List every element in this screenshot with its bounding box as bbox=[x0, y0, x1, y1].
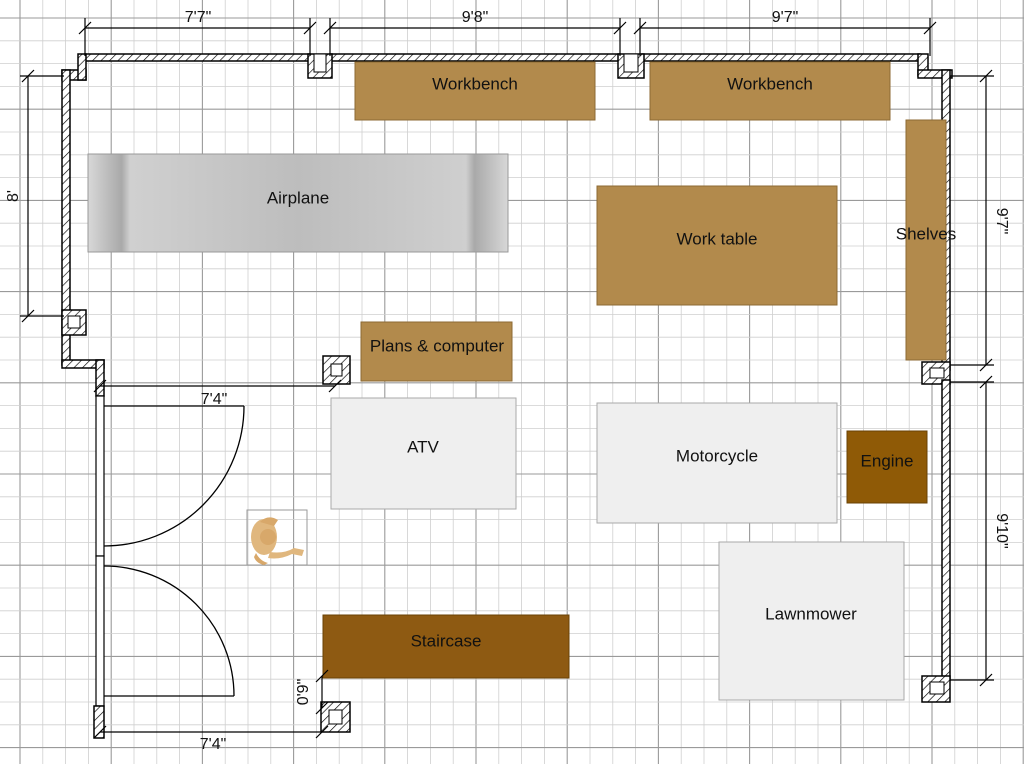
walls bbox=[61, 53, 953, 739]
work-table[interactable]: Work table bbox=[596, 185, 838, 306]
dim-garage-door-lower: 7'4" bbox=[200, 736, 227, 753]
motorcycle-label: Motorcycle bbox=[676, 446, 758, 465]
dim-top-left: 7'7" bbox=[185, 9, 212, 26]
dimension-labels: 7'7" 9'8" 9'7" 8' 9'7" 9'10" 7'4" 7'4" 0… bbox=[5, 9, 1010, 753]
staircase[interactable]: Staircase bbox=[322, 614, 570, 679]
dim-right-lower: 9'10" bbox=[993, 513, 1010, 548]
workbench-right-label: Workbench bbox=[727, 74, 813, 93]
engine-label: Engine bbox=[861, 451, 914, 470]
garage-doors bbox=[103, 405, 245, 697]
dimension-lines bbox=[20, 18, 994, 739]
staircase-label: Staircase bbox=[411, 631, 482, 650]
lawnmower[interactable]: Lawnmower bbox=[718, 541, 905, 701]
motorcycle[interactable]: Motorcycle bbox=[596, 402, 838, 524]
work-table-label: Work table bbox=[677, 229, 758, 248]
dim-garage-door-upper: 7'4" bbox=[201, 391, 228, 408]
workbench-left-label: Workbench bbox=[432, 74, 518, 93]
engine[interactable]: Engine bbox=[846, 430, 928, 504]
shelves-label: Shelves bbox=[896, 224, 956, 243]
workbench-right[interactable]: Workbench bbox=[649, 61, 891, 121]
shelves[interactable]: Shelves bbox=[896, 119, 956, 361]
dim-left: 8' bbox=[5, 190, 22, 202]
atv-label: ATV bbox=[407, 437, 439, 456]
plans-computer[interactable]: Plans & computer bbox=[360, 321, 513, 382]
dim-right-upper: 9'7" bbox=[993, 208, 1010, 235]
atv[interactable]: ATV bbox=[330, 397, 517, 510]
dim-small-vertical: 0'9" bbox=[295, 679, 312, 706]
plans-computer-label: Plans & computer bbox=[370, 336, 505, 355]
lawnmower-label: Lawnmower bbox=[765, 604, 857, 623]
dim-top-right: 9'7" bbox=[772, 9, 799, 26]
dim-top-middle: 9'8" bbox=[462, 9, 489, 26]
airplane[interactable]: Airplane bbox=[87, 153, 509, 253]
airplane-label: Airplane bbox=[267, 188, 329, 207]
workbench-left[interactable]: Workbench bbox=[354, 61, 596, 121]
person-figure[interactable] bbox=[246, 509, 308, 566]
